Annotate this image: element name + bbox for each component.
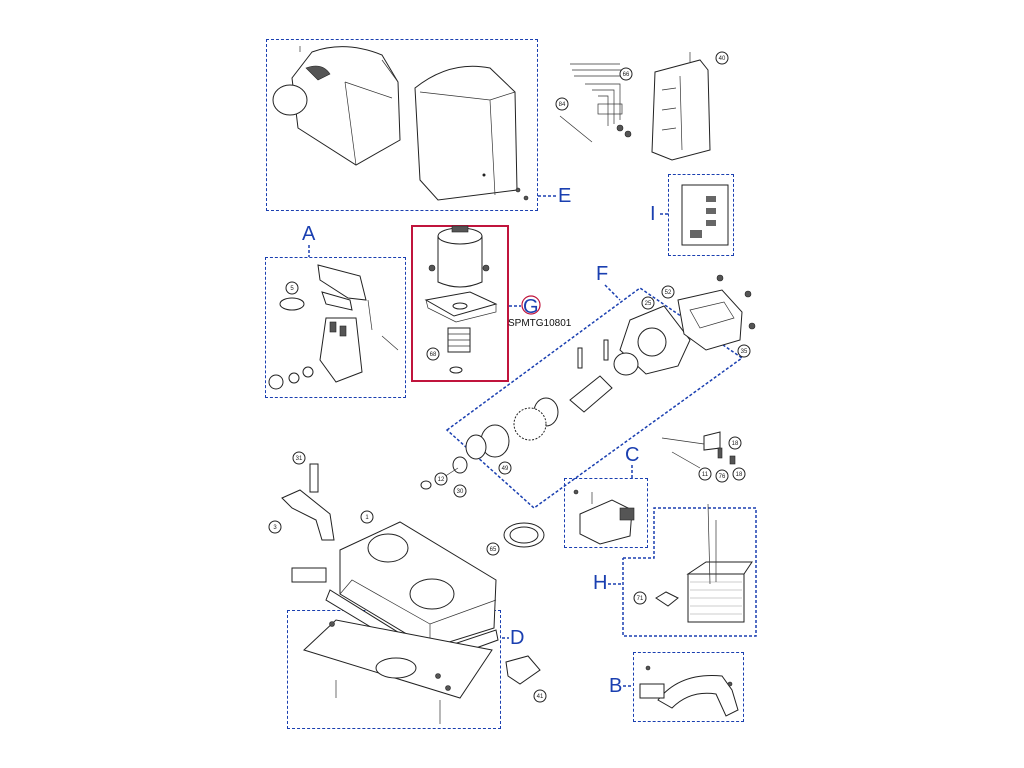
group-letter-e: E — [558, 185, 572, 207]
callout-number: 11 — [702, 472, 709, 478]
callout-35: 35 — [737, 344, 751, 358]
callout-number: 84 — [559, 102, 566, 108]
group-i-frame — [668, 174, 734, 256]
callout-number: 65 — [490, 547, 497, 553]
callout-number: 68 — [430, 352, 437, 358]
part-code-label: SPMTG10801 — [508, 318, 572, 329]
callout-number: 5 — [290, 286, 294, 292]
callout-number: 31 — [296, 456, 303, 462]
callout-84: 84 — [555, 97, 569, 111]
callout-number: 49 — [502, 466, 509, 472]
callout-66: 66 — [619, 67, 633, 81]
callout-number: 35 — [741, 349, 748, 355]
group-b-frame — [633, 652, 744, 722]
group-letter-i: I — [650, 203, 656, 225]
callout-number: 18 — [736, 472, 743, 478]
callout-40: 40 — [715, 51, 729, 65]
callout-number: 52 — [665, 290, 672, 296]
callout-number: 3 — [273, 525, 277, 531]
callout-number: 18 — [732, 441, 739, 447]
callout-31: 31 — [292, 451, 306, 465]
group-h-frame — [622, 507, 757, 637]
callout-11: 11 — [698, 467, 712, 481]
group-letter-h: H — [593, 572, 608, 594]
callout-18b: 18 — [732, 467, 746, 481]
callout-1: 1 — [360, 510, 374, 524]
group-letter-b: B — [609, 675, 623, 697]
callout-49: 49 — [498, 461, 512, 475]
callout-68: 68 — [426, 347, 440, 361]
callout-number: 40 — [719, 56, 726, 62]
callout-41: 41 — [533, 689, 547, 703]
callout-number: 30 — [457, 489, 464, 495]
callout-number: 71 — [637, 596, 644, 602]
callout-5: 5 — [285, 281, 299, 295]
callout-76: 76 — [715, 469, 729, 483]
callout-number: 41 — [537, 694, 544, 700]
group-letter-f: F — [596, 263, 609, 285]
callout-30: 30 — [453, 484, 467, 498]
group-letter-c: C — [625, 444, 640, 466]
group-letter-d: D — [510, 627, 525, 649]
callout-number: 1 — [365, 515, 369, 521]
callout-3: 3 — [268, 520, 282, 534]
callout-25: 25 — [641, 296, 655, 310]
callout-52: 52 — [661, 285, 675, 299]
callout-18a: 18 — [728, 436, 742, 450]
callout-number: 25 — [645, 301, 652, 307]
callout-65: 65 — [486, 542, 500, 556]
wiring-harness — [570, 63, 624, 126]
group-letter-g: G — [523, 296, 539, 318]
group-c-frame — [564, 478, 648, 548]
group-letter-a: A — [302, 223, 316, 245]
group-e-frame — [266, 39, 538, 211]
callout-71: 71 — [633, 591, 647, 605]
callout-number: 76 — [719, 474, 726, 480]
callout-number: 12 — [438, 477, 445, 483]
board-components — [690, 196, 716, 238]
callout-12: 12 — [434, 472, 448, 486]
callout-number: 66 — [623, 72, 630, 78]
group-a-frame — [265, 257, 406, 398]
